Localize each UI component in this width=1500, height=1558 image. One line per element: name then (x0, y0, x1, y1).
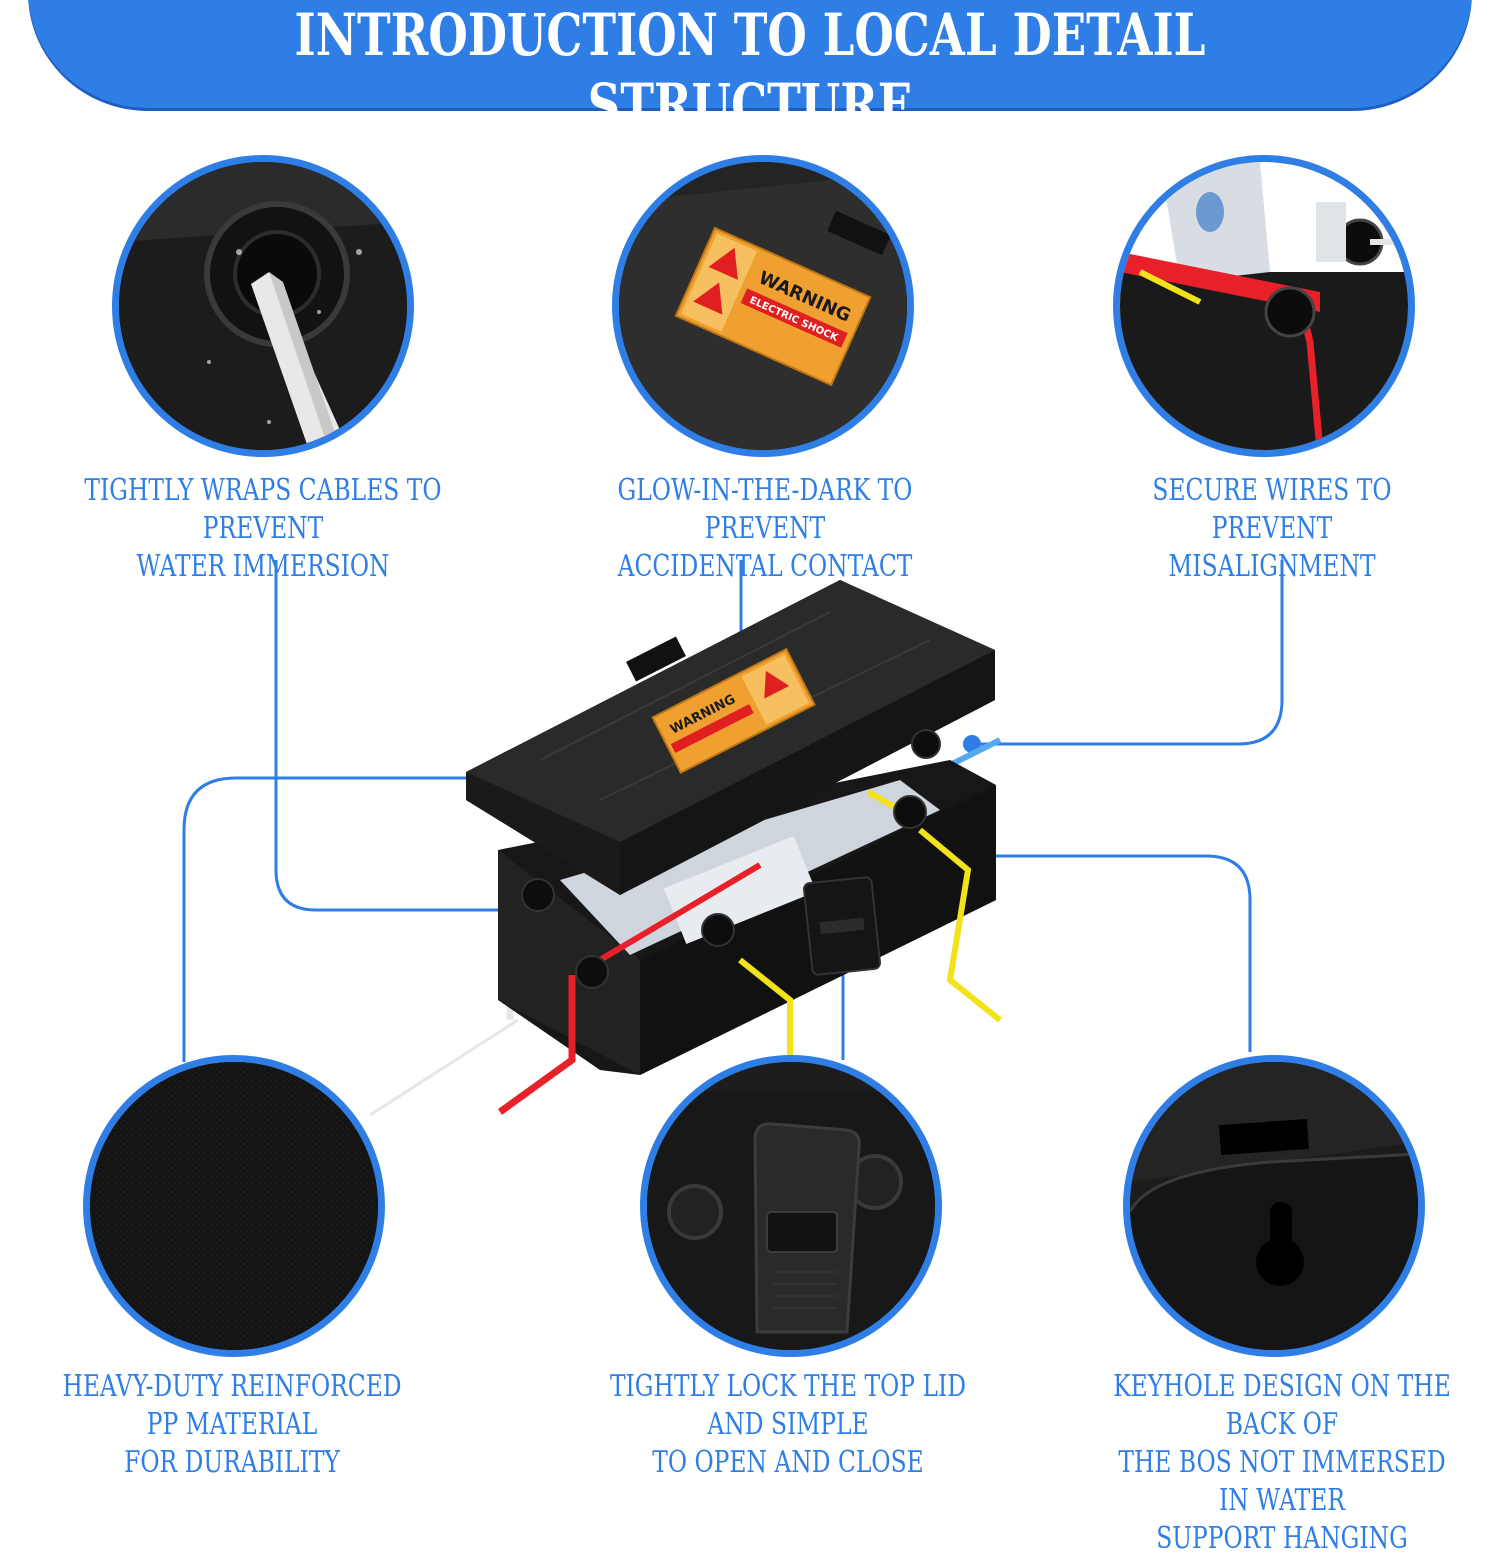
page-title: INTRODUCTION TO LOCAL DETAIL STRUCTURE (294, 1, 1206, 139)
wire-clip-icon (1120, 162, 1408, 450)
cable-grommet-icon (119, 162, 407, 450)
material-texture-icon (90, 1062, 378, 1350)
detail-circle-pp-material (83, 1055, 385, 1357)
warning-label-icon: WARNING ELECTRIC SHOCK (619, 162, 907, 450)
keyhole-icon (1130, 1062, 1418, 1350)
junction-box-illustration: WARNING (369, 580, 1002, 1117)
caption-wire-clips: SECURE WIRES TO PREVENT MISALIGNMENT (1152, 473, 1392, 584)
detail-circle-glow-label: WARNING ELECTRIC SHOCK (612, 155, 914, 457)
caption-keyhole: KEYHOLE DESIGN ON THE BACK OF THE BOS NO… (1113, 1369, 1451, 1556)
detail-circle-cable-seal (112, 155, 414, 457)
detail-circle-latch (640, 1055, 942, 1357)
detail-circle-keyhole (1123, 1055, 1425, 1357)
latch-icon (647, 1062, 935, 1350)
detail-circle-wire-clips (1113, 155, 1415, 457)
caption-glow-label: GLOW-IN-THE-DARK TO PREVENT ACCIDENTAL C… (617, 473, 913, 584)
title-banner: INTRODUCTION TO LOCAL DETAIL STRUCTURE (28, 0, 1472, 139)
caption-latch: TIGHTLY LOCK THE TOP LID AND SIMPLE TO O… (609, 1369, 967, 1480)
caption-pp-material: HEAVY-DUTY REINFORCED PP MATERIAL FOR DU… (62, 1369, 402, 1480)
caption-cable-seal: TIGHTLY WRAPS CABLES TO PREVENT WATER IM… (84, 473, 442, 584)
